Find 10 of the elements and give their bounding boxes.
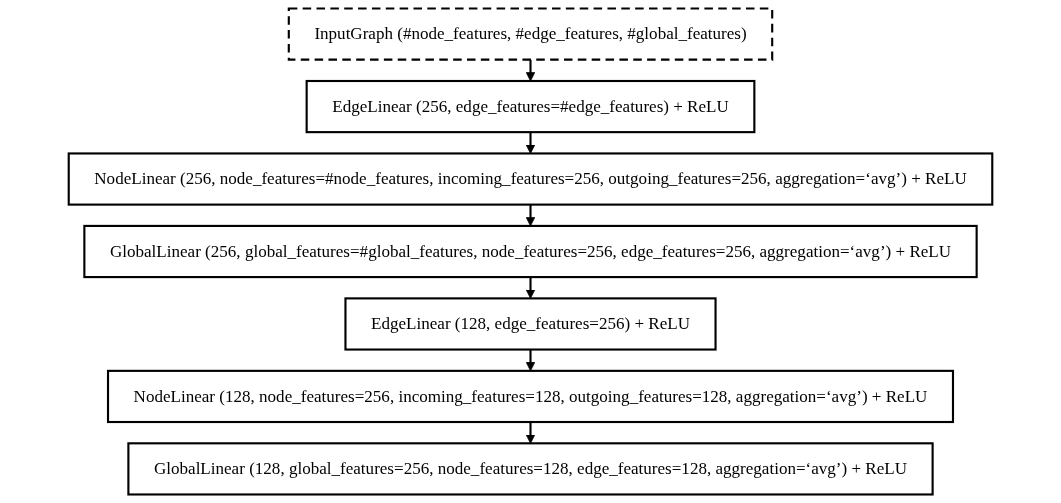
arrow — [525, 132, 536, 154]
node-box: NodeLinear (128, node_features=256, incoming_features=128, outgoing_features=128, aggregation=‘avg’) + ReLU — [106, 369, 955, 424]
arrow — [525, 422, 536, 444]
node-box: NodeLinear (256, node_features=#node_features, incoming_features=256, outgoing_features=256, aggregation=‘avg’) + ReLU — [67, 152, 994, 206]
arrow — [525, 277, 536, 299]
node-box: InputGraph (#node_features, #edge_features, #global_features) — [287, 7, 774, 61]
node-box: GlobalLinear (128, global_features=256, node_features=128, edge_features=128, aggregation=‘avg’) + ReLU — [127, 442, 934, 496]
node-box: EdgeLinear (256, edge_features=#edge_features) + ReLU — [305, 79, 756, 134]
node-box: GlobalLinear (256, global_features=#global_features, node_features=256, edge_features=256, aggregation=‘avg’) + ReLU — [83, 224, 978, 279]
node-box: EdgeLinear (128, edge_features=256) + ReLU — [344, 297, 717, 351]
